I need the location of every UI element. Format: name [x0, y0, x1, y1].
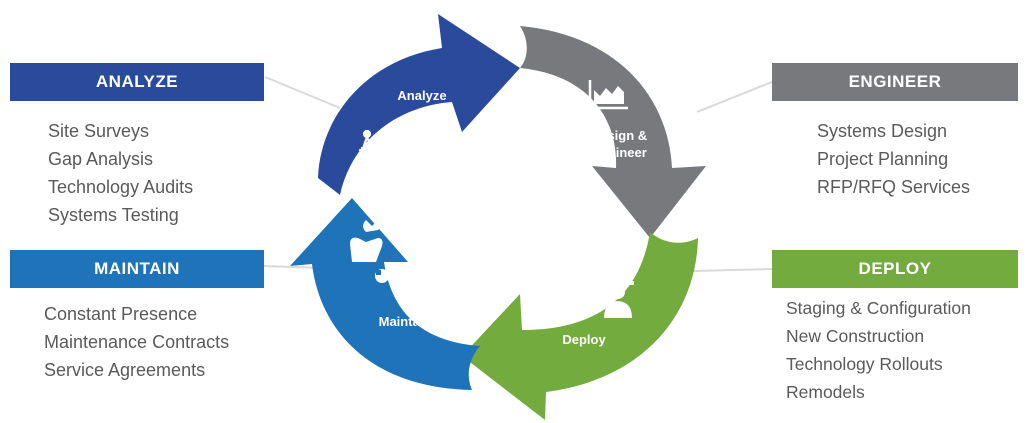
worker-hardhat-icon [602, 268, 634, 318]
list-item: Gap Analysis [48, 149, 154, 169]
list-item: RFP/RFQ Services [817, 177, 971, 197]
hand-wrench-icon [350, 214, 389, 283]
maintain-header: MAINTAIN [10, 250, 264, 288]
engineer-arrow-label: Design & Engineer [590, 128, 648, 160]
list-item: Site Surveys [48, 121, 150, 141]
factory-chart-icon [588, 80, 628, 110]
deploy-header: DEPLOY [772, 250, 1018, 288]
analyze-arrow-label: Analyze [397, 88, 447, 103]
connector-analyze [264, 76, 341, 109]
list-item: Technology Audits [48, 177, 194, 197]
list-item: Systems Design [817, 121, 948, 141]
engineer-header: ENGINEER [772, 63, 1018, 101]
drafting-compass-icon [357, 129, 378, 164]
deploy-arrow [462, 232, 698, 420]
list-item: Project Planning [817, 149, 949, 169]
engineer-arrow [520, 26, 706, 238]
list-item: Systems Testing [48, 205, 179, 225]
list-item: Constant Presence [44, 304, 198, 324]
analyze-header: ANALYZE [10, 63, 264, 101]
list-item: Remodels [786, 382, 865, 402]
list-item: New Construction [786, 326, 925, 346]
list-item: Service Agreements [44, 360, 206, 380]
list-item: Staging & Configuration [786, 298, 971, 318]
maintain-arrow [290, 198, 480, 390]
connector-engineer [696, 81, 773, 113]
analyze-arrow [318, 14, 520, 195]
engineer-list: Systems Design Project Planning RFP/RFQ … [817, 117, 970, 201]
list-item: Technology Rollouts [786, 354, 943, 374]
maintain-arrow-label: Maintain [378, 314, 432, 329]
connector-deploy [692, 268, 773, 272]
list-item: Maintenance Contracts [44, 332, 230, 352]
analyze-list: Site Surveys Gap Analysis Technology Aud… [48, 117, 193, 229]
deploy-list: Staging & Configuration New Construction… [786, 294, 971, 406]
maintain-list: Constant Presence Maintenance Contracts … [44, 300, 229, 384]
connector-maintain [261, 265, 323, 269]
deploy-arrow-label: Deploy [562, 332, 606, 347]
